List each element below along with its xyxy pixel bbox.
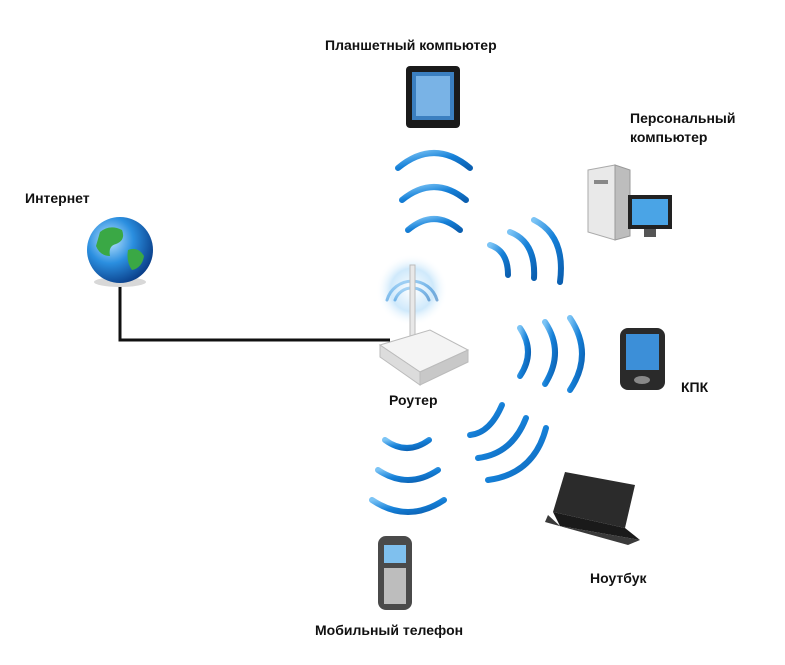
- tablet-label: Планшетный компьютер: [325, 37, 497, 53]
- pda-icon: [620, 328, 665, 390]
- wifi-waves-upper-right: [487, 217, 564, 285]
- laptop-label: Ноутбук: [590, 570, 648, 586]
- mobile-phone-icon: [378, 536, 412, 610]
- tablet-icon: [406, 66, 460, 128]
- wifi-waves-lower-right: [467, 402, 549, 483]
- internet-cable: [118, 285, 390, 342]
- globe-icon: [87, 217, 153, 287]
- internet-label: Интернет: [25, 190, 90, 206]
- pc-label-line2: компьютер: [630, 129, 707, 145]
- phone-label: Мобильный телефон: [315, 622, 463, 638]
- router-label: Роутер: [389, 392, 438, 408]
- wifi-waves-down: [369, 437, 447, 515]
- router-icon: [376, 254, 470, 386]
- pda-label: КПК: [681, 379, 709, 395]
- personal-computer-icon: [587, 164, 672, 241]
- wifi-waves-right: [517, 315, 585, 393]
- wifi-waves-up: [395, 150, 473, 233]
- pc-label-line1: Персональный: [630, 110, 736, 126]
- laptop-icon: [545, 472, 640, 545]
